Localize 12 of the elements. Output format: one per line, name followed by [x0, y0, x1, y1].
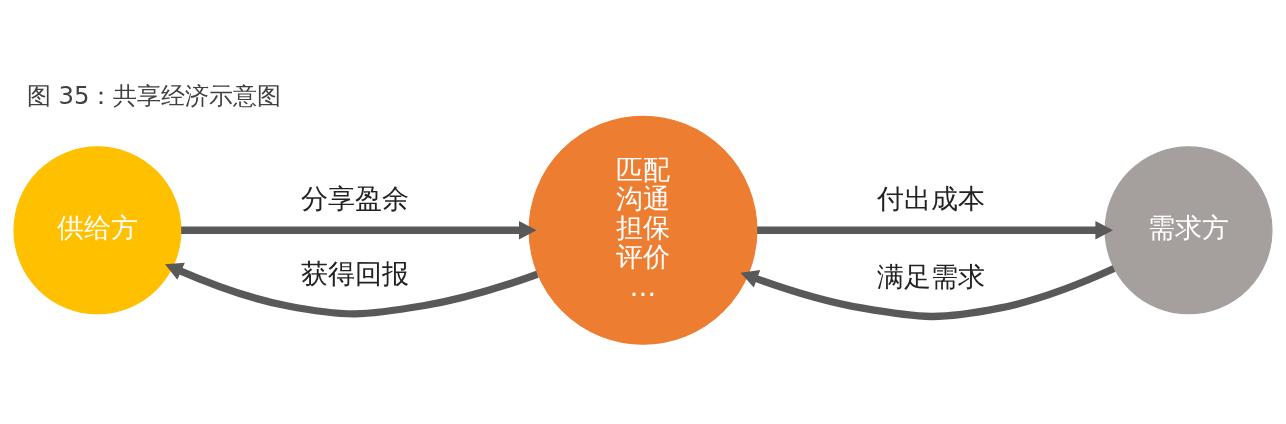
diagram-title: 图 35：共享经济示意图	[26, 81, 282, 111]
arrow	[740, 265, 1116, 321]
node-circle: 供给方	[13, 146, 182, 315]
edge-label: 付出成本	[877, 182, 986, 214]
arrow	[181, 221, 537, 240]
edge-label: 获得回报	[301, 258, 410, 290]
node-circle: 需求方	[1104, 146, 1273, 315]
edge-label: 分享盈余	[301, 182, 410, 214]
edge-label: 满足需求	[877, 260, 986, 292]
arrow	[757, 221, 1113, 240]
node-circle: 匹配 沟通 担保 评价 …	[528, 115, 758, 345]
arrow	[164, 262, 539, 318]
